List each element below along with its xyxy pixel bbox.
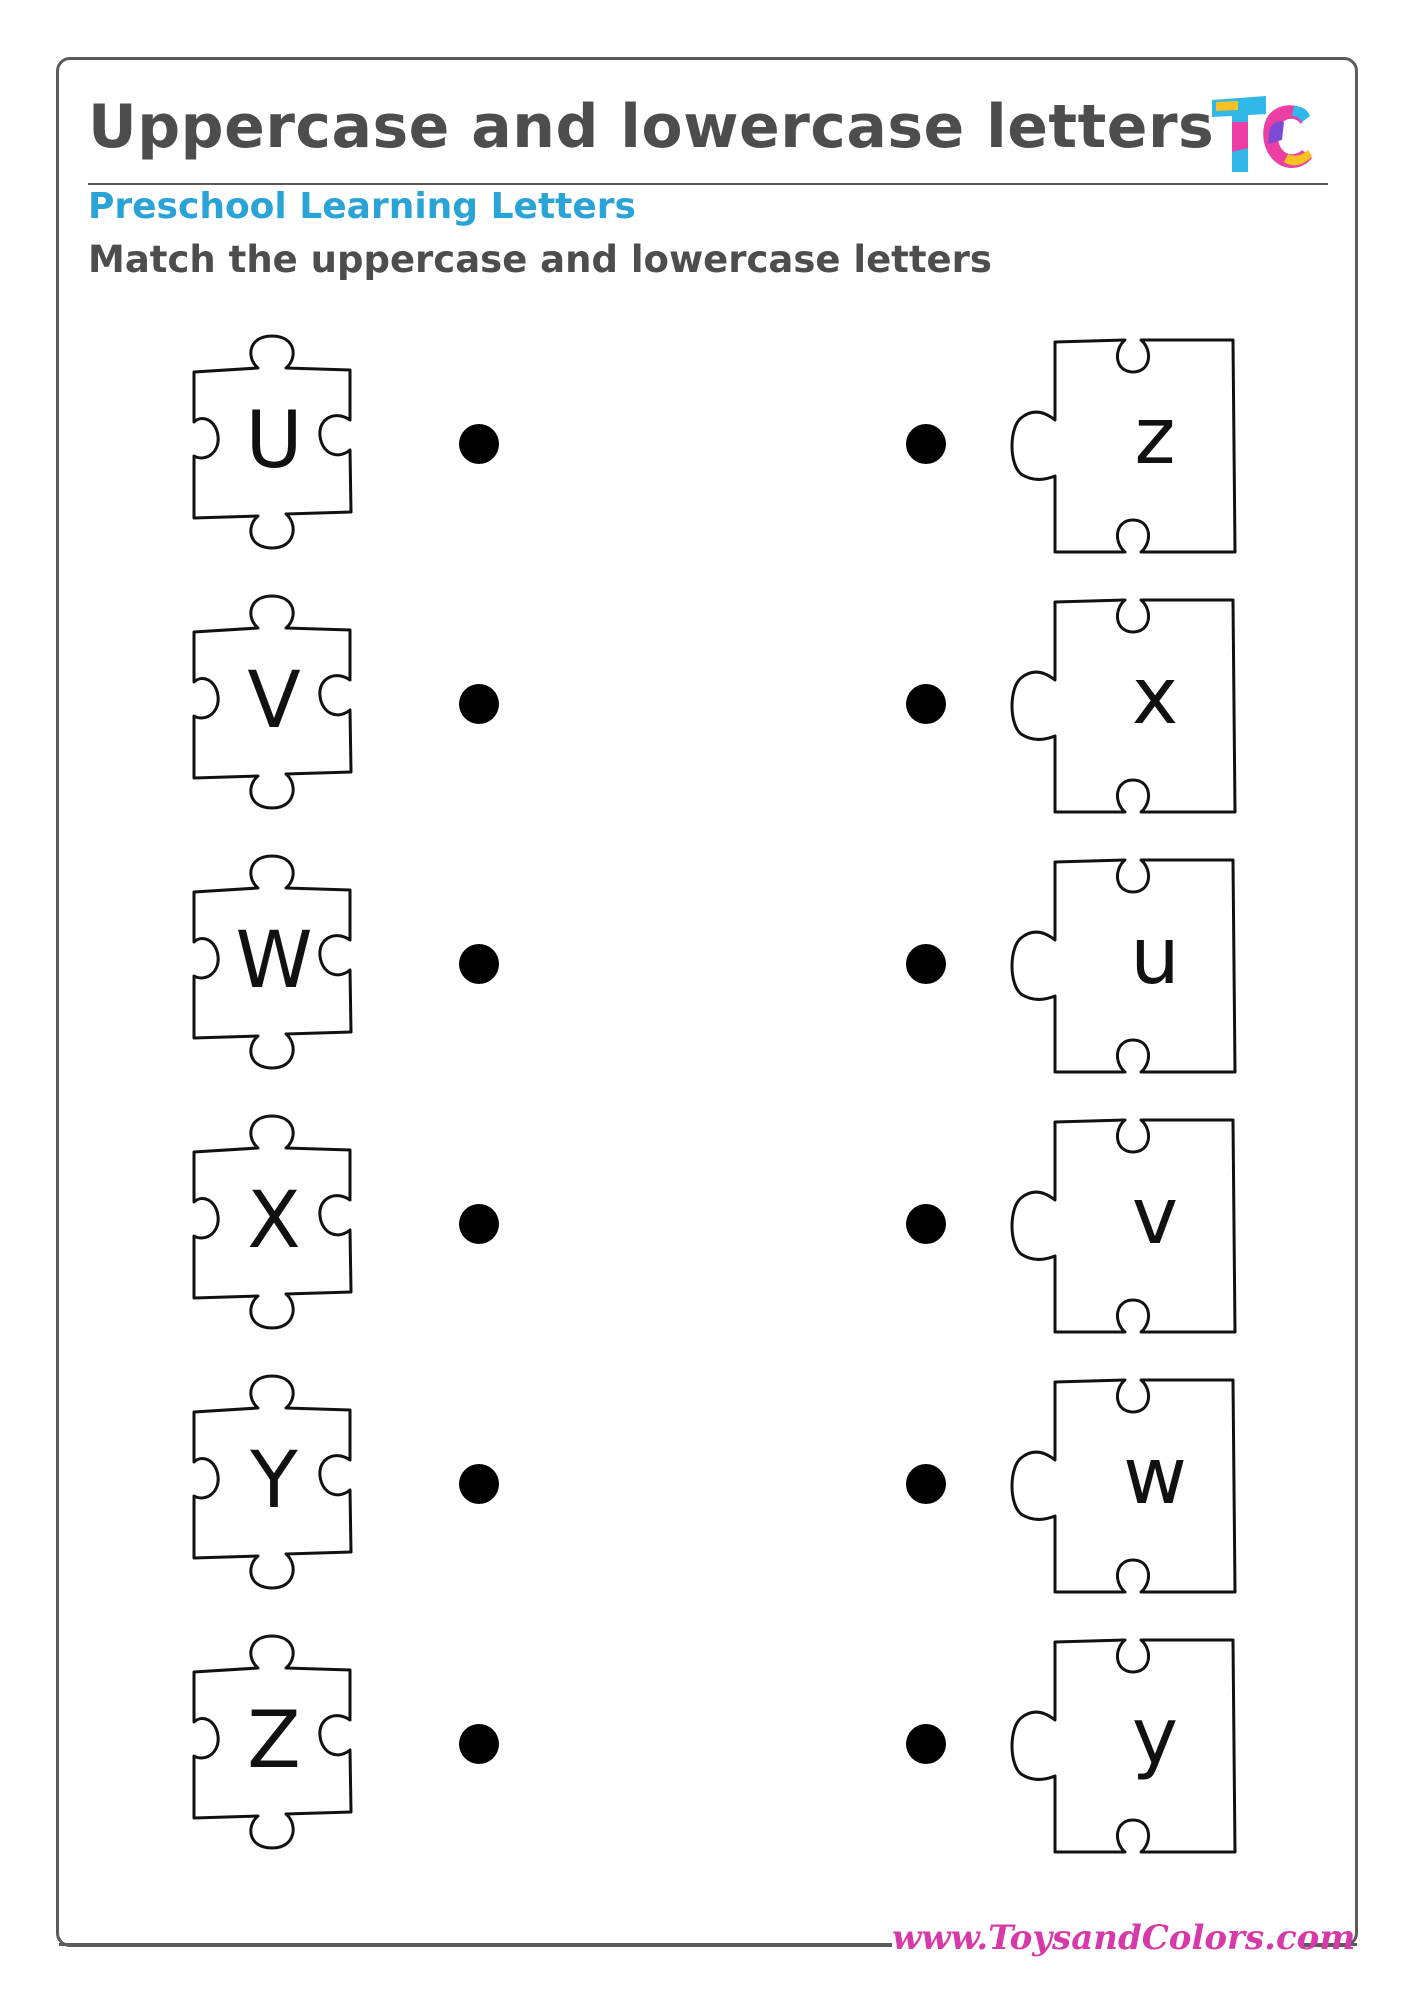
puzzle-piece-icon (192, 1634, 353, 1850)
puzzle-piece-uppercase: U (186, 332, 362, 556)
lowercase-letter: x (1131, 652, 1179, 742)
lowercase-letter: y (1131, 1692, 1179, 1782)
puzzle-piece-icon (192, 1374, 353, 1590)
brand-logo (1212, 96, 1312, 172)
puzzle-piece-icon (192, 854, 353, 1070)
footer-website: www.ToysandColors.com (892, 1918, 1356, 1958)
match-dot-right[interactable] (906, 424, 946, 464)
uppercase-letter: X (247, 1176, 301, 1266)
match-dot-right[interactable] (906, 684, 946, 724)
puzzle-piece-uppercase: V (186, 592, 362, 816)
lowercase-letter: u (1130, 912, 1180, 1002)
lowercase-letter: v (1131, 1172, 1179, 1262)
puzzle-piece-icon (1010, 1118, 1237, 1334)
puzzle-piece-lowercase: u (1005, 852, 1245, 1076)
page-title: Uppercase and lowercase letters (88, 92, 1215, 162)
puzzle-piece-icon (1010, 1378, 1237, 1594)
uppercase-letter: U (245, 396, 303, 486)
puzzle-piece-icon (192, 1114, 353, 1330)
puzzle-piece-icon (1010, 338, 1237, 554)
puzzle-piece-uppercase: Y (186, 1372, 362, 1596)
puzzle-piece-uppercase: X (186, 1112, 362, 1336)
footer-line-right (1302, 1943, 1357, 1946)
logo-letter-t (1212, 96, 1266, 172)
match-dot-left[interactable] (459, 684, 499, 724)
puzzle-piece-icon (192, 594, 353, 810)
uppercase-letter: Z (247, 1696, 301, 1786)
puzzle-piece-icon (192, 334, 353, 550)
puzzle-piece-lowercase: x (1005, 592, 1245, 816)
footer-line-left (59, 1943, 892, 1946)
puzzle-piece-uppercase: Z (186, 1632, 362, 1856)
puzzle-piece-uppercase: W (186, 852, 362, 1076)
puzzle-piece-lowercase: z (1005, 332, 1245, 556)
instruction-text: Match the uppercase and lowercase letter… (88, 238, 992, 281)
match-dot-left[interactable] (459, 1204, 499, 1244)
match-dot-right[interactable] (906, 1724, 946, 1764)
match-dot-right[interactable] (906, 1464, 946, 1504)
puzzle-piece-icon (1010, 598, 1237, 814)
uppercase-letter: Y (250, 1436, 298, 1526)
match-dot-left[interactable] (459, 1724, 499, 1764)
uppercase-letter: W (235, 916, 313, 1006)
lowercase-letter: z (1134, 392, 1176, 482)
match-dot-left[interactable] (459, 1464, 499, 1504)
puzzle-piece-lowercase: w (1005, 1372, 1245, 1596)
uppercase-letter: V (247, 656, 301, 746)
title-divider (88, 183, 1328, 185)
puzzle-piece-icon (1010, 1638, 1237, 1854)
subtitle: Preschool Learning Letters (88, 186, 636, 227)
puzzle-piece-lowercase: v (1005, 1112, 1245, 1336)
puzzle-piece-icon (1010, 858, 1237, 1074)
logo-letter-c (1263, 105, 1312, 169)
puzzle-piece-lowercase: y (1005, 1632, 1245, 1856)
lowercase-letter: w (1123, 1432, 1187, 1522)
match-dot-left[interactable] (459, 944, 499, 984)
match-dot-right[interactable] (906, 944, 946, 984)
match-dot-right[interactable] (906, 1204, 946, 1244)
match-dot-left[interactable] (459, 424, 499, 464)
